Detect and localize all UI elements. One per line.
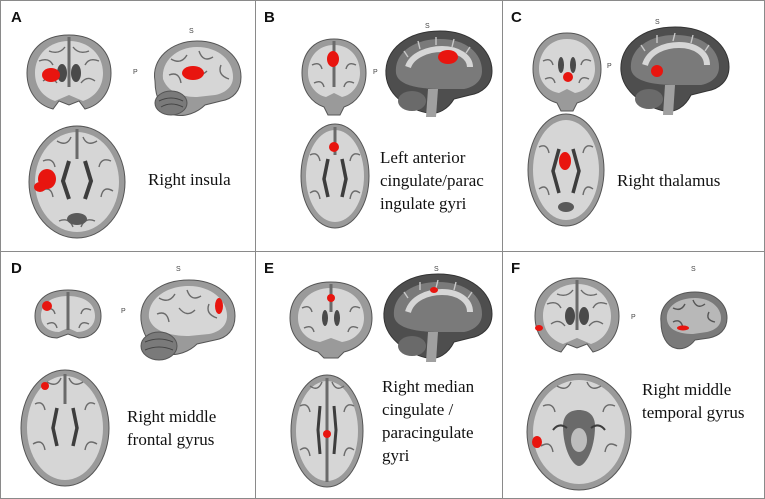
coronal-slice-image xyxy=(532,32,602,112)
activation-cluster xyxy=(329,142,339,152)
activation-cluster xyxy=(677,325,689,331)
activation-cluster xyxy=(430,287,438,293)
axial-slice-image xyxy=(28,125,126,239)
sagittal-slice-image xyxy=(660,291,728,350)
panel-c: C P S Right thalamus xyxy=(503,1,764,251)
region-label: Right thalamus xyxy=(617,171,721,190)
activation-cluster xyxy=(651,65,663,77)
row-divider xyxy=(1,251,764,252)
panel-letter: C xyxy=(511,9,522,26)
region-label: Right middle frontal gyrus xyxy=(127,407,217,449)
orientation-label-superior: S xyxy=(434,266,439,273)
activation-cluster xyxy=(559,152,571,170)
sagittal-slice-image xyxy=(385,30,493,117)
orientation-label-posterior: P xyxy=(133,69,138,76)
coronal-slice-image xyxy=(26,34,112,110)
panel-a: A P S Right xyxy=(1,1,255,251)
panel-letter: F xyxy=(511,260,521,277)
sagittal-slice-image xyxy=(154,40,242,116)
sagittal-slice-image xyxy=(383,273,493,362)
region-label: Left anterior cingulate/parac ingulate g… xyxy=(380,148,484,213)
orientation-label-posterior: P xyxy=(607,63,612,70)
column-divider-1 xyxy=(255,1,256,498)
axial-slice-image xyxy=(290,374,364,488)
region-label: Right insula xyxy=(148,170,231,189)
panel-letter: B xyxy=(264,9,275,26)
panel-d: D P S Right middle frontal gyrus xyxy=(1,252,255,498)
panel-letter: D xyxy=(11,260,22,277)
orientation-label-superior: S xyxy=(176,266,181,273)
activation-cluster xyxy=(42,301,52,311)
coronal-slice-image xyxy=(289,281,373,359)
region-label: Right median cingulate / paracingulate g… xyxy=(382,377,475,465)
activation-cluster xyxy=(42,68,60,82)
activation-cluster xyxy=(532,436,542,448)
column-divider-2 xyxy=(502,1,503,498)
axial-slice-image xyxy=(526,373,632,491)
panel-b: B P S Left anterior cingulate/pa xyxy=(256,1,502,251)
orientation-label-superior: S xyxy=(691,266,696,273)
activation-cluster xyxy=(34,182,46,192)
activation-cluster xyxy=(182,66,204,80)
orientation-label-superior: S xyxy=(655,19,660,26)
activation-cluster xyxy=(327,51,339,67)
coronal-slice-image xyxy=(301,38,367,116)
axial-slice-image xyxy=(300,123,370,229)
activation-cluster xyxy=(327,294,335,302)
panel-f: F P S Right middle temporal gyru xyxy=(503,252,764,498)
coronal-slice-image xyxy=(534,277,620,353)
orientation-label-posterior: P xyxy=(121,308,126,315)
activation-cluster xyxy=(323,430,331,438)
panel-e: E S Right median cingu xyxy=(256,252,502,498)
activation-cluster xyxy=(563,72,573,82)
coronal-slice-image xyxy=(34,289,102,339)
orientation-label-superior: S xyxy=(425,23,430,30)
activation-cluster xyxy=(41,382,49,390)
sagittal-slice-image xyxy=(140,279,236,361)
panel-letter: A xyxy=(11,9,22,26)
activation-cluster xyxy=(535,325,543,331)
sagittal-slice-image xyxy=(620,26,730,115)
panel-letter: E xyxy=(264,260,275,277)
orientation-label-posterior: P xyxy=(631,314,636,321)
orientation-label-superior: S xyxy=(189,28,194,35)
axial-slice-image xyxy=(20,369,110,487)
activation-cluster xyxy=(215,298,223,314)
region-label: Right middle temporal gyrus xyxy=(642,380,745,422)
orientation-label-posterior: P xyxy=(373,69,378,76)
axial-slice-image xyxy=(527,113,605,227)
activation-cluster xyxy=(438,50,458,64)
